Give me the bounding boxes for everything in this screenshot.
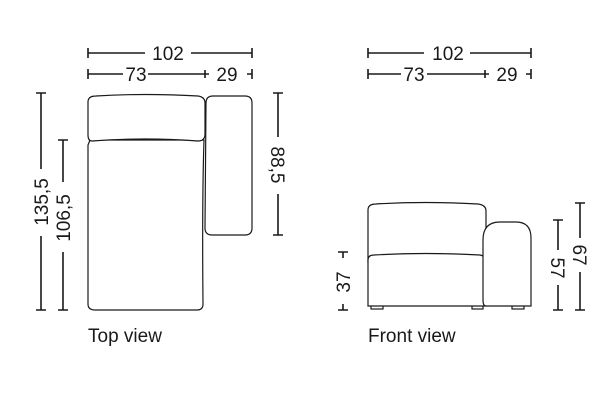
backrest-outline [87,93,206,142]
top-total-width-dimension: 102 [87,44,253,65]
backrest-outline [367,201,487,263]
seat-outline [367,252,487,307]
front-arm-height-label: 57 [546,257,567,278]
top-total-width-label: 102 [152,44,184,65]
top-view: 102 73 29 135,5 106,5 88,5 Top view [32,44,287,347]
front-total-height-dimension: 67 [568,202,589,311]
front-view: 102 73 29 37 57 67 Front view [334,44,589,347]
top-view-label: Top view [88,326,162,347]
front-arm-height-dimension: 57 [546,219,567,311]
front-view-label: Front view [368,326,456,347]
front-arm-width-label: 29 [496,65,517,86]
top-total-depth-label: 135,5 [32,178,53,226]
front-total-height-label: 67 [568,244,589,265]
top-seat-width-label: 73 [125,65,146,86]
top-seat-depth-dimension: 106,5 [54,139,75,311]
top-arm-width-label: 29 [216,65,237,86]
front-split-width-dimension: 73 29 [367,65,532,86]
front-seat-width-label: 73 [403,65,424,86]
top-view-sofa [87,93,253,311]
front-view-sofa [367,201,532,310]
top-seat-depth-label: 106,5 [54,194,75,242]
top-arm-depth-dimension: 88,5 [266,92,287,236]
front-seat-height-label: 37 [334,271,355,292]
armrest-outline [482,221,532,307]
front-seat-height-dimension: 37 [334,251,355,311]
top-total-depth-dimension: 135,5 [32,92,53,311]
top-split-width-dimension: 73 29 [87,65,253,86]
front-total-width-label: 102 [432,44,464,65]
armrest-outline [204,95,253,236]
front-total-width-dimension: 102 [367,44,532,65]
top-arm-depth-label: 88,5 [266,147,287,184]
seat-outline [87,139,205,311]
